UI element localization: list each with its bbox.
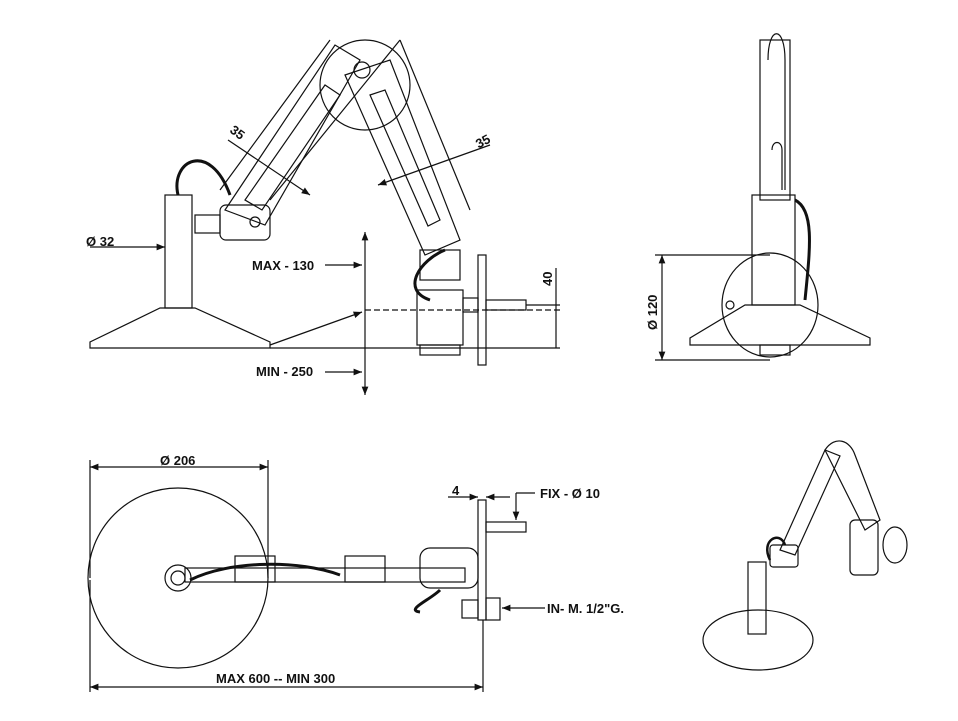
nozzle-offset-label: 40 xyxy=(540,271,555,286)
front-view xyxy=(89,39,560,395)
top-view xyxy=(87,460,545,692)
fixing-label: FIX - Ø 10 xyxy=(540,486,600,501)
min-height-label: MIN - 250 xyxy=(256,364,314,379)
base-diameter-label: Ø 206 xyxy=(160,453,196,468)
reach-label: MAX 600 -- MIN 300 xyxy=(216,671,336,686)
side-view xyxy=(655,33,871,361)
isometric-view xyxy=(702,440,908,671)
inlet-label: IN- M. 1/2"G. xyxy=(547,601,624,616)
max-height-label: MAX - 130 xyxy=(252,258,315,273)
plate-thickness-label: 4 xyxy=(452,483,460,498)
column-diameter-label: Ø 32 xyxy=(86,234,115,249)
side-diameter-label: Ø 120 xyxy=(645,294,660,330)
